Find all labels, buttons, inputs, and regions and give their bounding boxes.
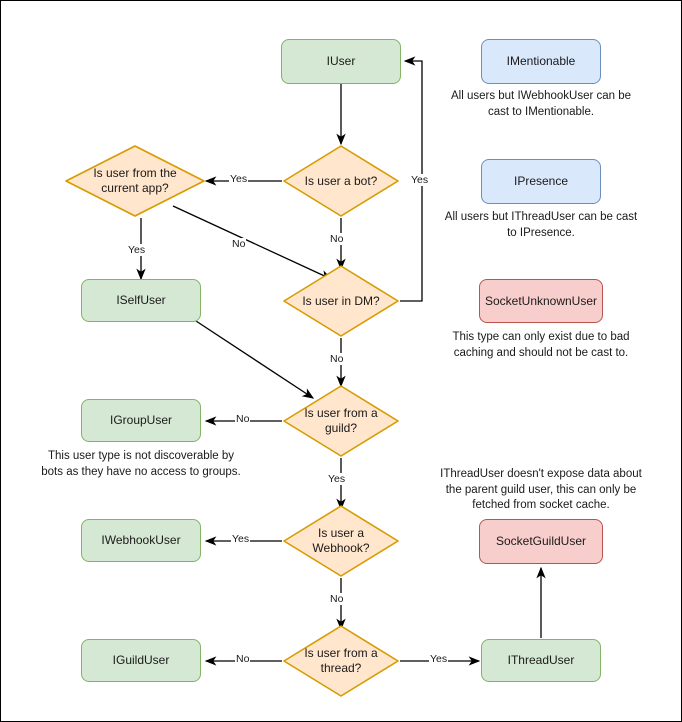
node-socketguilduser-label: SocketGuildUser xyxy=(495,534,587,548)
node-is-user-from-thread-label: Is user from a thread? xyxy=(304,646,378,675)
edge-label-webhook-yes: Yes xyxy=(231,533,251,545)
diamond-shape xyxy=(283,385,399,457)
node-socketunknownuser-label: SocketUnknownUser xyxy=(484,293,598,308)
node-is-user-from-current-app-label: Is user from the current app? xyxy=(93,166,177,195)
node-is-user-a-webhook[interactable]: Is user a Webhook? xyxy=(282,504,400,578)
edge-label-thread-no: No xyxy=(235,653,251,665)
node-ithreaduser[interactable]: IThreadUser xyxy=(481,639,601,682)
diamond-shape xyxy=(283,625,399,697)
diamond-shape xyxy=(65,145,205,217)
edge-label-thread-yes: Yes xyxy=(429,653,449,665)
node-is-user-a-bot[interactable]: Is user a bot? xyxy=(282,144,400,218)
node-ithreaduser-label: IThreadUser xyxy=(507,653,575,667)
node-iwebhookuser-label: IWebhookUser xyxy=(101,533,181,547)
node-igroupuser-label: IGroupUser xyxy=(109,413,173,427)
note-socketunknownuser: This type can only exist due to bad cach… xyxy=(452,331,630,359)
node-is-user-in-dm[interactable]: Is user in DM? xyxy=(282,264,400,338)
node-iselfuser[interactable]: ISelfUser xyxy=(81,279,201,322)
node-imentionable[interactable]: IMentionable xyxy=(481,39,601,84)
node-igroupuser[interactable]: IGroupUser xyxy=(81,399,201,442)
edge-label-dm-no: No xyxy=(329,353,345,365)
node-imentionable-label: IMentionable xyxy=(506,54,576,68)
node-is-user-from-thread[interactable]: Is user from a thread? xyxy=(282,624,400,698)
node-is-user-in-dm-label: Is user in DM? xyxy=(302,293,380,308)
node-ipresence-label: IPresence xyxy=(513,174,569,188)
note-igroupuser: This user type is not discoverable by bo… xyxy=(41,450,241,478)
note-socketguilduser: IThreadUser doesn't expose data about th… xyxy=(440,468,642,512)
note-ipresence: All users but IThreadUser can be cast to… xyxy=(444,211,638,239)
node-iselfuser-label: ISelfUser xyxy=(116,293,166,307)
diamond-shape xyxy=(283,505,399,577)
node-socketguilduser[interactable]: SocketGuildUser xyxy=(479,519,603,564)
node-is-user-from-current-app[interactable]: Is user from the current app? xyxy=(64,144,206,218)
diamond-shape xyxy=(283,145,399,217)
node-iuser-label: IUser xyxy=(326,54,356,68)
node-is-user-from-guild-label: Is user from a guild? xyxy=(304,406,378,435)
edge-label-guild-yes: Yes xyxy=(327,473,347,485)
node-is-user-a-bot-label: Is user a bot? xyxy=(304,173,378,188)
edge-label-bot-yes: Yes xyxy=(229,173,249,185)
node-is-user-from-guild[interactable]: Is user from a guild? xyxy=(282,384,400,458)
node-socketunknownuser[interactable]: SocketUnknownUser xyxy=(479,279,603,323)
note-imentionable: All users but IWebhookUser can be cast t… xyxy=(450,90,632,118)
edge-label-webhook-no: No xyxy=(329,593,345,605)
diamond-shape xyxy=(283,265,399,337)
node-ipresence[interactable]: IPresence xyxy=(481,159,601,204)
edge-label-current-app-no: No xyxy=(231,238,247,250)
node-iwebhookuser[interactable]: IWebhookUser xyxy=(81,519,201,562)
edge-label-bot-no: No xyxy=(329,233,345,245)
edge-label-guild-no: No xyxy=(235,413,251,425)
node-iuser[interactable]: IUser xyxy=(281,39,401,84)
node-iguilduser-label: IGuildUser xyxy=(112,653,170,667)
edge-label-dm-yes: Yes xyxy=(410,174,430,186)
node-iguilduser[interactable]: IGuildUser xyxy=(81,639,201,682)
edge-label-current-app-yes: Yes xyxy=(127,244,147,256)
node-is-user-a-webhook-label: Is user a Webhook? xyxy=(312,526,370,555)
